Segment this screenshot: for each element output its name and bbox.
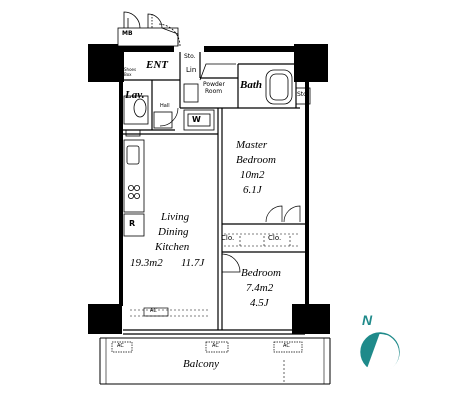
compass-icon <box>360 332 400 373</box>
kitchen-counter <box>123 139 145 237</box>
room-label-bedroom-1: Bedroom <box>241 267 281 279</box>
room-label-ldk-2: Dining <box>158 226 189 238</box>
room-label-bedroom-j: 4.5J <box>250 297 269 309</box>
ac-markers <box>111 307 303 353</box>
wall-block-ne <box>294 44 328 82</box>
room-label-ldk-1: Living <box>161 211 190 223</box>
room-label-master-2: Bedroom <box>236 154 276 166</box>
sto-label-entry: Sto. <box>184 53 196 60</box>
ac-label-4: AC <box>117 343 124 349</box>
room-label-bedroom-area: 7.4m2 <box>246 282 274 294</box>
hall-label: Hall <box>160 103 170 109</box>
room-label-bath: Bath <box>240 79 263 91</box>
room-label-master-1: Master <box>236 139 268 151</box>
ac-label-2: AC <box>212 343 219 349</box>
wall-block-nw <box>88 44 124 82</box>
fridge-label: R <box>129 219 136 228</box>
bathtub <box>265 69 293 105</box>
room-label-balcony: Balcony <box>183 358 220 370</box>
room-label-master-j: 6.1J <box>243 184 262 196</box>
room-label-ldk-3: Kitchen <box>155 241 190 253</box>
ac-label-3: AC <box>283 343 290 349</box>
shoes-label-2: Box <box>124 72 132 77</box>
mb-label: MB <box>122 30 133 37</box>
room-label-ldk-area: 19.3m2 <box>130 257 163 269</box>
compass-north-label: N <box>362 312 373 328</box>
lav-fixtures <box>123 95 173 137</box>
clo-label-1: Clo. <box>221 234 235 242</box>
exterior-walls <box>88 44 330 334</box>
room-label-ent: ENT <box>146 59 168 71</box>
lin-label: Lin <box>186 66 197 74</box>
door-arcs <box>159 107 301 273</box>
room-label-lav: Lav. <box>125 89 145 101</box>
room-label-master-area: 10m2 <box>240 169 265 181</box>
powder-fixtures <box>183 63 236 131</box>
shoes-label-1: Shoes <box>124 67 137 72</box>
balcony <box>99 337 331 385</box>
wall-block-sw <box>88 304 122 334</box>
sto-label-bath: Sto. <box>297 91 309 98</box>
room-label-powder-1: Powder <box>203 81 225 88</box>
dashed-lines <box>130 233 300 317</box>
ac-label-1: AC <box>150 308 157 314</box>
room-label-powder-2: Room <box>205 88 223 95</box>
room-label-ldk-j: 11.7J <box>181 257 205 269</box>
washer-label: W <box>192 115 201 124</box>
clo-label-2: Clo. <box>268 234 282 242</box>
wall-block-se <box>292 304 330 334</box>
entry-doors <box>117 11 181 47</box>
